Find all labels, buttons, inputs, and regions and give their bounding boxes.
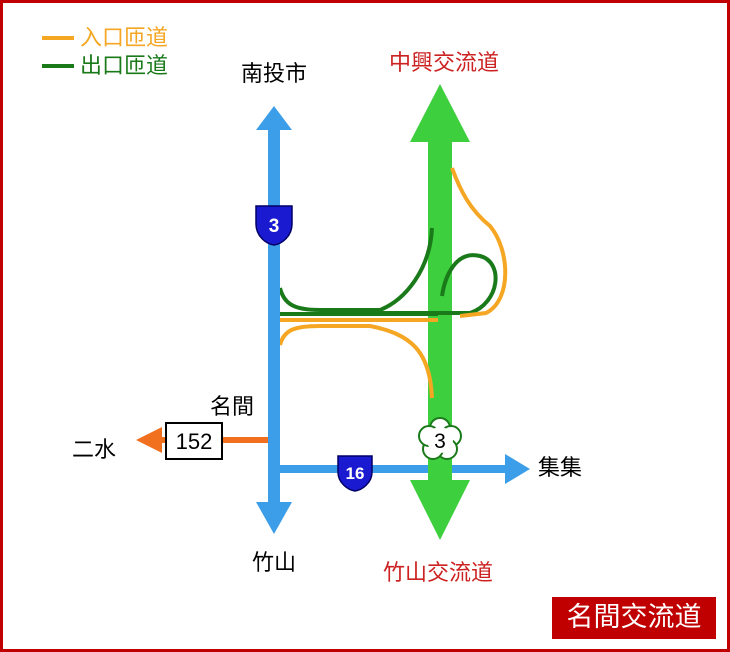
label-north-left: 南投市 [241, 62, 307, 87]
hwy16-shield-icon [337, 455, 373, 492]
freeway3-north-arrow [256, 106, 292, 130]
exit-ramp-loop [370, 253, 498, 315]
hwy16-shield-number: 16 [346, 464, 365, 483]
exit-ramp-north [278, 227, 434, 312]
freeway3-road [268, 128, 280, 504]
hwy3-shield-number: 3 [434, 430, 446, 453]
county152-shield-number: 152 [176, 429, 213, 454]
legend-entrance-label: 入口匝道 [80, 26, 168, 51]
entrance-ramp-north [450, 167, 508, 318]
label-east: 集集 [538, 456, 582, 481]
label-north-right: 中興交流道 [389, 51, 499, 76]
entrance-ramp-south [278, 324, 434, 399]
freeway3-south-arrow [256, 502, 292, 534]
legend-exit-label: 出口匝道 [80, 54, 168, 79]
hwy16-east-arrow [505, 454, 530, 484]
label-south-right: 竹山交流道 [383, 561, 493, 586]
county152-west-arrow [136, 427, 162, 453]
label-west: 二水 [72, 438, 116, 463]
hwy3-plum-shield-icon [418, 417, 462, 460]
county152-shield-icon [165, 422, 223, 460]
hwy3-south-arrow [410, 480, 470, 540]
diagram-title: 名間交流道 [551, 596, 717, 640]
hwy3-north-arrow [410, 84, 470, 142]
label-interchange-point: 名間 [210, 395, 254, 420]
freeway3-shield-icon [255, 205, 293, 246]
freeway3-shield-number: 3 [269, 216, 280, 237]
label-south-left: 竹山 [252, 551, 296, 576]
